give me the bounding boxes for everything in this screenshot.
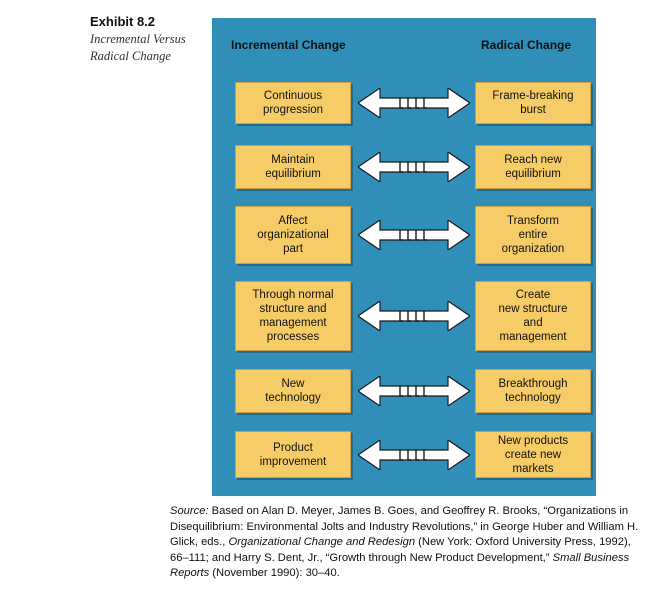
arrow-ridge bbox=[407, 386, 411, 397]
arrow-ridge bbox=[415, 230, 419, 241]
incremental-box: Continuous progression bbox=[235, 82, 351, 124]
incremental-box: New technology bbox=[235, 369, 351, 413]
arrow-ridge bbox=[423, 230, 427, 241]
incremental-box: Affect organizational part bbox=[235, 206, 351, 264]
double-arrow-icon bbox=[358, 88, 470, 118]
arrow-ridge bbox=[399, 98, 403, 109]
arrow-ridge bbox=[423, 98, 427, 109]
radical-box: Create new structure and management bbox=[475, 281, 591, 351]
exhibit-number: Exhibit 8.2 bbox=[90, 14, 156, 29]
arrow-ridge bbox=[407, 450, 411, 461]
arrow-ridge bbox=[399, 311, 403, 322]
double-arrow-icon bbox=[358, 152, 470, 182]
arrow-ridge bbox=[415, 386, 419, 397]
arrow-ridge bbox=[399, 450, 403, 461]
arrow-ridge bbox=[423, 311, 427, 322]
arrow-shape bbox=[358, 220, 470, 250]
arrow-ridge bbox=[407, 311, 411, 322]
incremental-box: Maintain equilibrium bbox=[235, 145, 351, 189]
source-title-1: Organizational Change and Redesign bbox=[228, 536, 416, 548]
radical-box: Transform entire organization bbox=[475, 206, 591, 264]
source-label: Source: bbox=[170, 505, 209, 517]
radical-change-header: Radical Change bbox=[481, 38, 572, 52]
radical-box: New products create new markets bbox=[475, 431, 591, 478]
arrow-shape bbox=[358, 88, 470, 118]
double-arrow-icon bbox=[358, 376, 470, 406]
arrow-ridge bbox=[423, 162, 427, 173]
source-text-1: Based on Alan D. Meyer, James B. Goes, a… bbox=[170, 505, 639, 548]
arrow-ridge bbox=[407, 230, 411, 241]
source-title-2: Small Business Reports bbox=[170, 551, 630, 580]
source-citation: Source: Based on Alan D. Meyer, James B.… bbox=[170, 504, 650, 582]
incremental-change-header: Incremental Change bbox=[231, 38, 346, 52]
exhibit-subtitle: Incremental Versus Radical Change bbox=[90, 32, 186, 63]
arrow-ridge bbox=[415, 311, 419, 322]
arrow-shape bbox=[358, 440, 470, 470]
incremental-box: Through normal structure and management … bbox=[235, 281, 351, 351]
arrow-ridge bbox=[399, 230, 403, 241]
arrow-ridge bbox=[407, 162, 411, 173]
arrow-shape bbox=[358, 376, 470, 406]
arrow-ridge bbox=[423, 450, 427, 461]
arrow-ridge bbox=[423, 386, 427, 397]
exhibit-caption: Exhibit 8.2 Incremental Versus Radical C… bbox=[90, 14, 210, 65]
radical-box: Frame-breaking burst bbox=[475, 82, 591, 124]
source-text-3: (November 1990): 30–40. bbox=[209, 567, 340, 579]
double-arrow-icon bbox=[358, 301, 470, 331]
arrow-shape bbox=[358, 152, 470, 182]
radical-box: Reach new equilibrium bbox=[475, 145, 591, 189]
arrow-ridge bbox=[415, 450, 419, 461]
arrow-ridge bbox=[415, 162, 419, 173]
incremental-box: Product improvement bbox=[235, 431, 351, 478]
source-text-2: (New York: Oxford University Press, 1992… bbox=[170, 536, 631, 564]
radical-box: Breakthrough technology bbox=[475, 369, 591, 413]
arrow-ridge bbox=[415, 98, 419, 109]
arrow-shape bbox=[358, 301, 470, 331]
double-arrow-icon bbox=[358, 440, 470, 470]
arrow-ridge bbox=[407, 98, 411, 109]
double-arrow-icon bbox=[358, 220, 470, 250]
arrow-ridge bbox=[399, 162, 403, 173]
arrow-ridge bbox=[399, 386, 403, 397]
